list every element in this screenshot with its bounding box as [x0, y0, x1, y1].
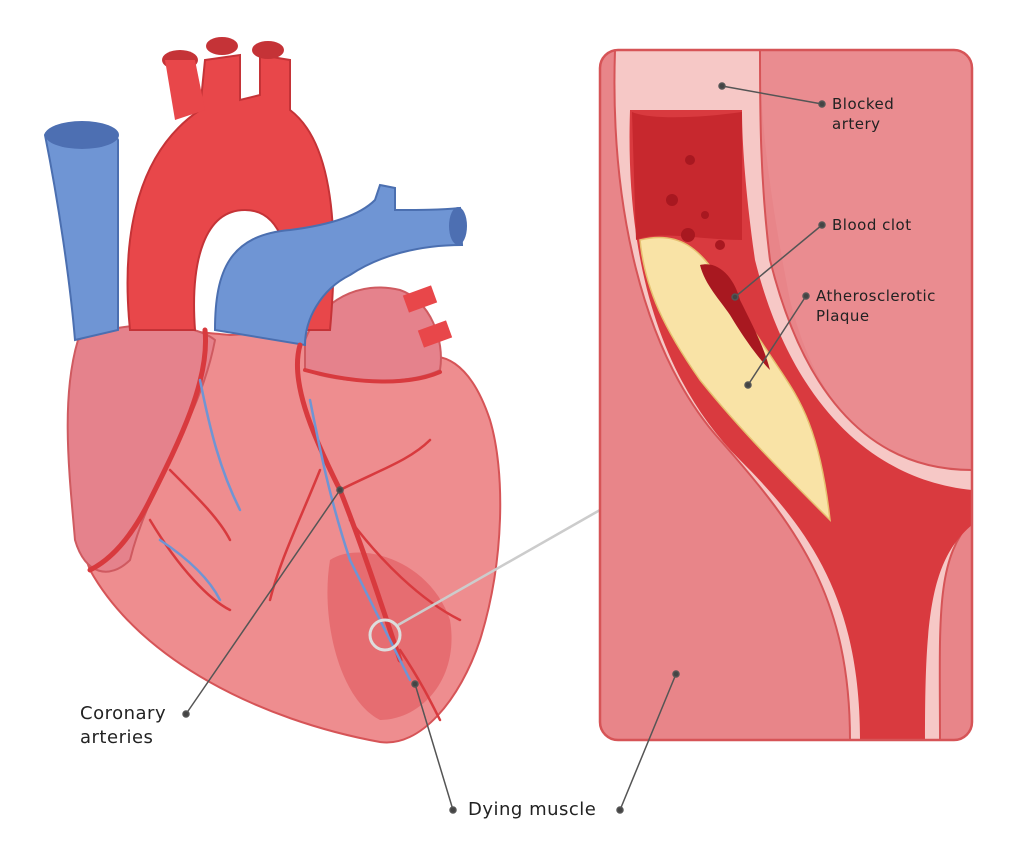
label-line: arteries — [80, 727, 154, 748]
label-line: Plaque — [816, 307, 870, 325]
label-dying-muscle: Dying muscle — [468, 799, 597, 820]
label-line: artery — [832, 115, 881, 133]
artery-closeup — [600, 50, 972, 740]
label-blood-clot: Blood clot — [832, 216, 912, 234]
label-line: Atherosclerotic — [816, 287, 936, 305]
label-line: Coronary — [80, 703, 167, 724]
inset-frame — [598, 48, 974, 742]
blood-clot-shape — [700, 264, 770, 370]
magnify-circle — [368, 618, 402, 652]
label-plaque: Atherosclerotic Plaque — [816, 286, 936, 326]
label-coronary-arteries: Coronary arteries — [80, 702, 166, 750]
superior-vena-cava — [43, 123, 119, 342]
pulmonary-artery — [213, 183, 464, 347]
label-blocked-artery: Blocked artery — [832, 94, 894, 134]
leader-lines — [182, 82, 826, 814]
label-line: Blocked — [832, 95, 895, 113]
